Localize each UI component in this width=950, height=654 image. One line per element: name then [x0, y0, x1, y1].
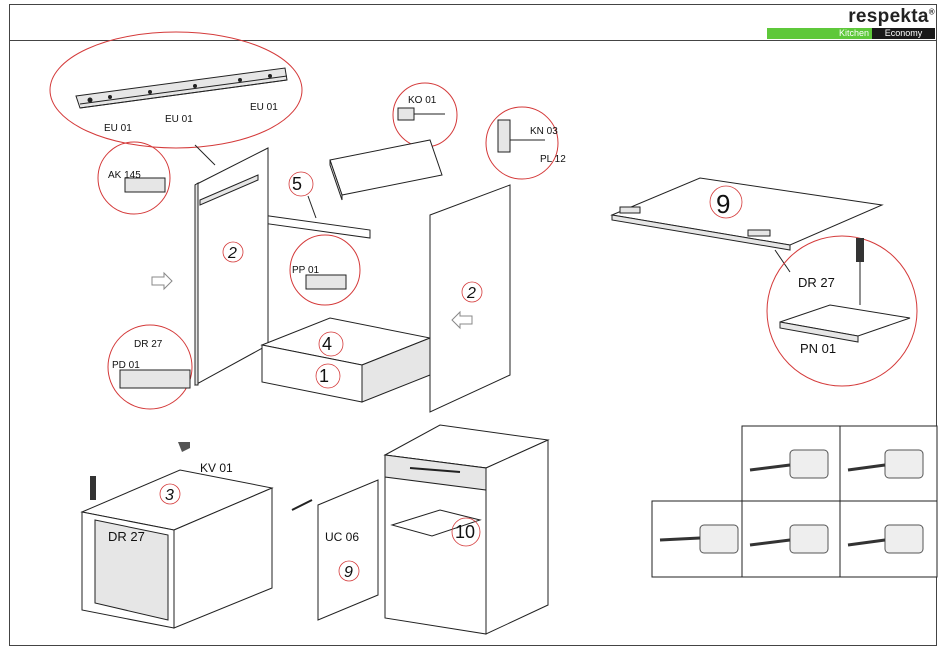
rail-detail: EU 01 EU 01 EU 01: [50, 32, 302, 165]
step-1: 1: [319, 366, 329, 386]
step-2a: 2: [227, 245, 237, 262]
bottom-panel: 4 1: [262, 318, 430, 402]
step-3: 3: [165, 487, 174, 504]
label-kv: KV 01: [200, 461, 233, 475]
pd-detail: DR 27 PD 01: [108, 325, 192, 409]
screwdriver-icon: [90, 476, 96, 500]
kn-detail: KN 03 PL 12: [486, 107, 566, 179]
step-4: 4: [322, 334, 332, 354]
step-5: 5: [292, 174, 302, 194]
top-rails: 5: [262, 140, 442, 238]
label-pn: PN 01: [800, 341, 836, 356]
carcass: 3 KV 01 DR 27: [82, 442, 272, 628]
label-dr-c: DR 27: [108, 529, 145, 544]
right-side-panel: 2: [430, 185, 510, 412]
arrow-right-hint-icon: [152, 273, 172, 289]
worktop: 9: [612, 178, 882, 272]
label-uc: UC 06: [325, 530, 359, 544]
left-side-panel: 2: [195, 148, 268, 385]
step-10: 10: [455, 522, 475, 542]
step-9a: 9: [716, 189, 730, 219]
label-pl: PL 12: [540, 154, 566, 165]
label-ak: AK 145: [108, 170, 141, 181]
screwdriver-icon: [856, 238, 864, 262]
label-eu-c: EU 01: [250, 102, 278, 113]
label-pd: PD 01: [112, 360, 140, 371]
ak-detail: AK 145: [98, 142, 170, 214]
step-2b: 2: [466, 285, 476, 302]
label-eu-a: EU 01: [104, 123, 132, 134]
label-pp: PP 01: [292, 265, 319, 276]
label-eu-b: EU 01: [165, 114, 193, 125]
label-dr-b: DR 27: [798, 275, 835, 290]
door: UC 06 9: [292, 480, 378, 620]
label-kn: KN 03: [530, 126, 558, 137]
pp-detail: PP 01: [290, 235, 360, 305]
finished-cabinet: 10: [385, 425, 548, 634]
label-dr-a: DR 27: [134, 339, 163, 350]
hinge-adjust-panel: [652, 426, 937, 577]
label-ko: KO 01: [408, 95, 437, 106]
step-9b: 9: [344, 564, 353, 581]
hammer-icon: [178, 442, 190, 452]
pn-detail: DR 27 PN 01: [767, 236, 917, 386]
